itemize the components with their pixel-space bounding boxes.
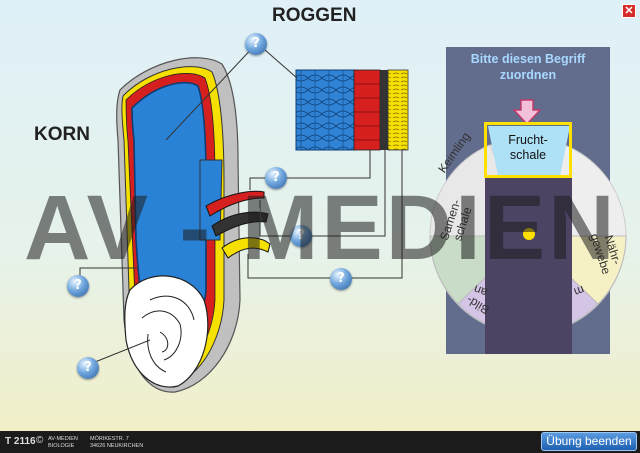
end-exercise-button[interactable]: Übung beenden [541,432,637,451]
term-label: Frucht- schale [487,133,569,163]
instruction-line1: Bitte diesen Begriff [470,52,586,66]
address-line1: MÖRIKESTR. 7 [90,436,129,442]
product-code: T 2116 [5,436,36,447]
question-button-aleurone[interactable]: ? [330,268,352,290]
center-column [485,178,572,354]
copyright-icon: © [36,435,44,446]
instruction-text: Bitte diesen Begriff zuordnen [446,51,610,83]
publisher-line1: AV-MEDIEN [48,436,78,442]
tissue-magnification [295,69,409,151]
term-slot [488,126,570,176]
close-icon[interactable]: ✕ [622,4,636,18]
footer-bar: T 2116 © AV-MEDIEN BIOLOGIE MÖRIKESTR. 7… [0,431,640,453]
grain-label: KORN [34,124,90,145]
question-button-endosperm[interactable]: ? [67,275,89,297]
center-dot [523,228,535,240]
term-label-line2: schale [509,148,547,162]
question-button-fruitcoat[interactable]: ? [265,167,287,189]
draggable-term-card[interactable]: Frucht- schale [484,122,572,178]
publisher-line2: BIOLOGIE [48,443,75,449]
page-title: ROGGEN [272,5,357,26]
term-label-line1: Frucht- [508,133,548,147]
grain-diagram [116,57,271,393]
down-arrow-icon [512,99,542,126]
assignment-panel [429,47,627,354]
question-button-seedcoat[interactable]: ? [290,225,312,247]
question-button-embryo[interactable]: ? [77,357,99,379]
instruction-line2: zuordnen [499,68,557,82]
address-line2: 34626 NEUKIRCHEN [90,443,144,449]
question-button-top[interactable]: ? [245,33,267,55]
